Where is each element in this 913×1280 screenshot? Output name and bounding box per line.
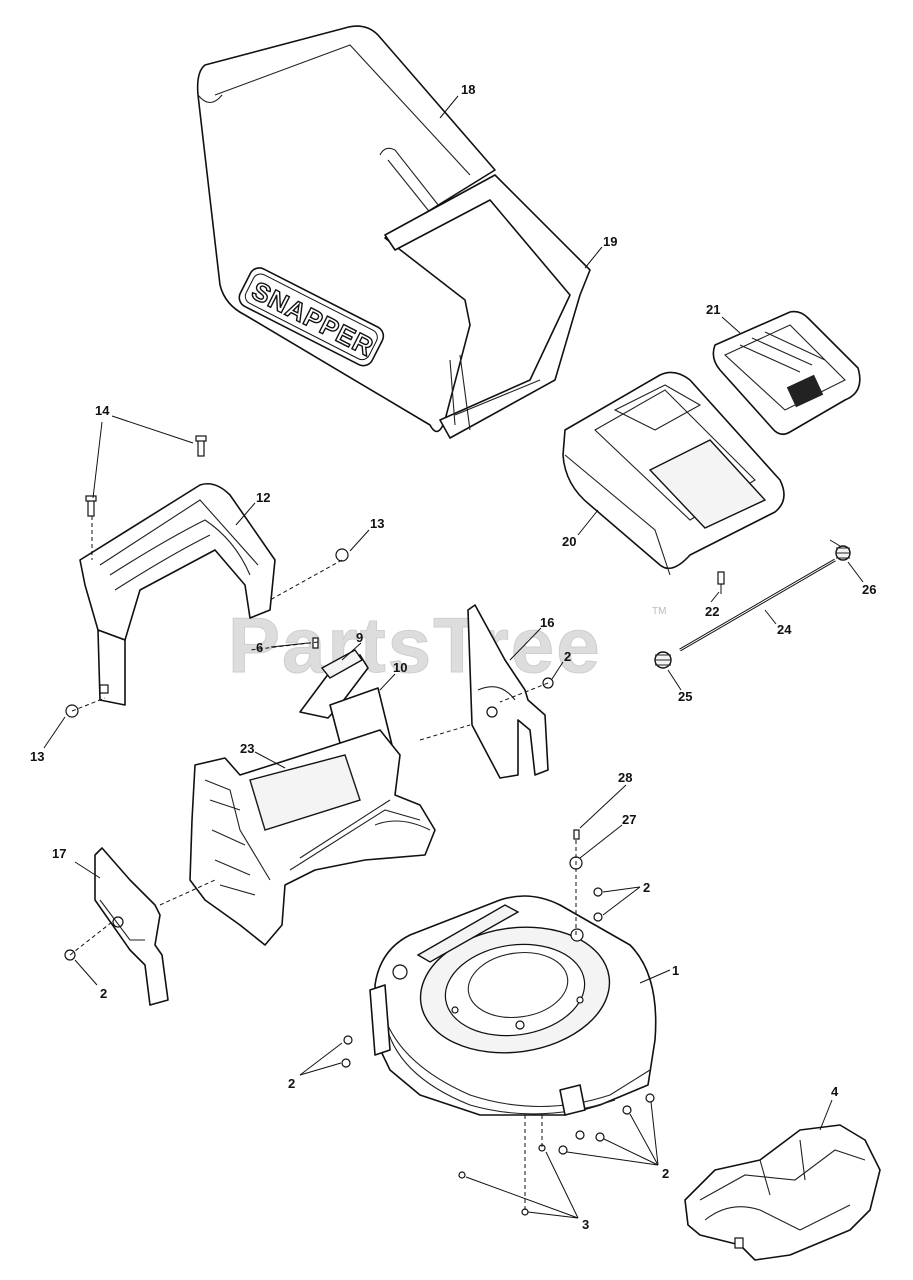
- leader-lines: [43, 95, 864, 1219]
- callout-13-lower[interactable]: 13: [30, 749, 44, 764]
- alignment-lines: [69, 516, 577, 1210]
- part-14-screw-b: [87, 499, 95, 517]
- callout-6[interactable]: 6: [256, 640, 263, 655]
- part-20-rear-cover[interactable]: [562, 371, 785, 576]
- callout-14[interactable]: 14: [95, 403, 110, 418]
- callout-25[interactable]: 25: [678, 689, 692, 704]
- part-17-side-bracket[interactable]: [94, 847, 169, 1006]
- part-1-mower-deck[interactable]: [369, 895, 657, 1116]
- callout-3[interactable]: 3: [582, 1217, 589, 1232]
- part-9-bracket[interactable]: [299, 649, 369, 719]
- callout-2-d[interactable]: 2: [288, 1076, 295, 1091]
- part-13-screw-upper: [335, 548, 349, 562]
- callout-18[interactable]: 18: [461, 82, 475, 97]
- part-22-screw[interactable]: [717, 571, 725, 594]
- part-16-side-bracket[interactable]: [467, 604, 549, 779]
- callout-26[interactable]: 26: [862, 582, 876, 597]
- partstree-watermark: PartsTree TM: [228, 601, 667, 690]
- callout-21[interactable]: 21: [706, 302, 720, 317]
- part-12-chute-bracket[interactable]: [79, 482, 276, 706]
- callout-13-upper[interactable]: 13: [370, 516, 384, 531]
- callout-2-e[interactable]: 2: [662, 1166, 669, 1181]
- callout-28[interactable]: 28: [618, 770, 632, 785]
- part-4-rear-skirt[interactable]: [684, 1124, 881, 1261]
- callout-2-a[interactable]: 2: [564, 649, 571, 664]
- part-21-cover-insert[interactable]: [712, 310, 861, 436]
- part-26-spring[interactable]: [829, 539, 851, 561]
- part-14-screw-a: [197, 439, 205, 457]
- part-28-screw: [573, 829, 580, 840]
- part-18-grass-bag[interactable]: SNAPPER: [196, 25, 591, 439]
- callout-27[interactable]: 27: [622, 812, 636, 827]
- callout-16[interactable]: 16: [540, 615, 554, 630]
- callout-19[interactable]: 19: [603, 234, 617, 249]
- callout-1[interactable]: 1: [672, 963, 679, 978]
- fasteners: [64, 435, 655, 1216]
- callout-24[interactable]: 24: [777, 622, 792, 637]
- watermark-text: PartsTree: [228, 601, 602, 689]
- part-25-spring[interactable]: [654, 651, 672, 669]
- callout-4[interactable]: 4: [831, 1084, 839, 1099]
- callout-9[interactable]: 9: [356, 630, 363, 645]
- part-6-screw: [312, 637, 319, 649]
- callout-labels: 18 19 21 20 22 26 24 25 14 12 13 6 9 10 …: [30, 82, 876, 1232]
- callout-20[interactable]: 20: [562, 534, 576, 549]
- callout-22[interactable]: 22: [705, 604, 719, 619]
- callout-10[interactable]: 10: [393, 660, 407, 675]
- part-24-hinge-rod[interactable]: [679, 558, 836, 652]
- watermark-tm: TM: [652, 606, 666, 617]
- callout-17[interactable]: 17: [52, 846, 66, 861]
- callout-2-b[interactable]: 2: [100, 986, 107, 1001]
- part-23-deck-frame[interactable]: [189, 729, 436, 946]
- callout-23[interactable]: 23: [240, 741, 254, 756]
- callout-2-c[interactable]: 2: [643, 880, 650, 895]
- callout-12[interactable]: 12: [256, 490, 270, 505]
